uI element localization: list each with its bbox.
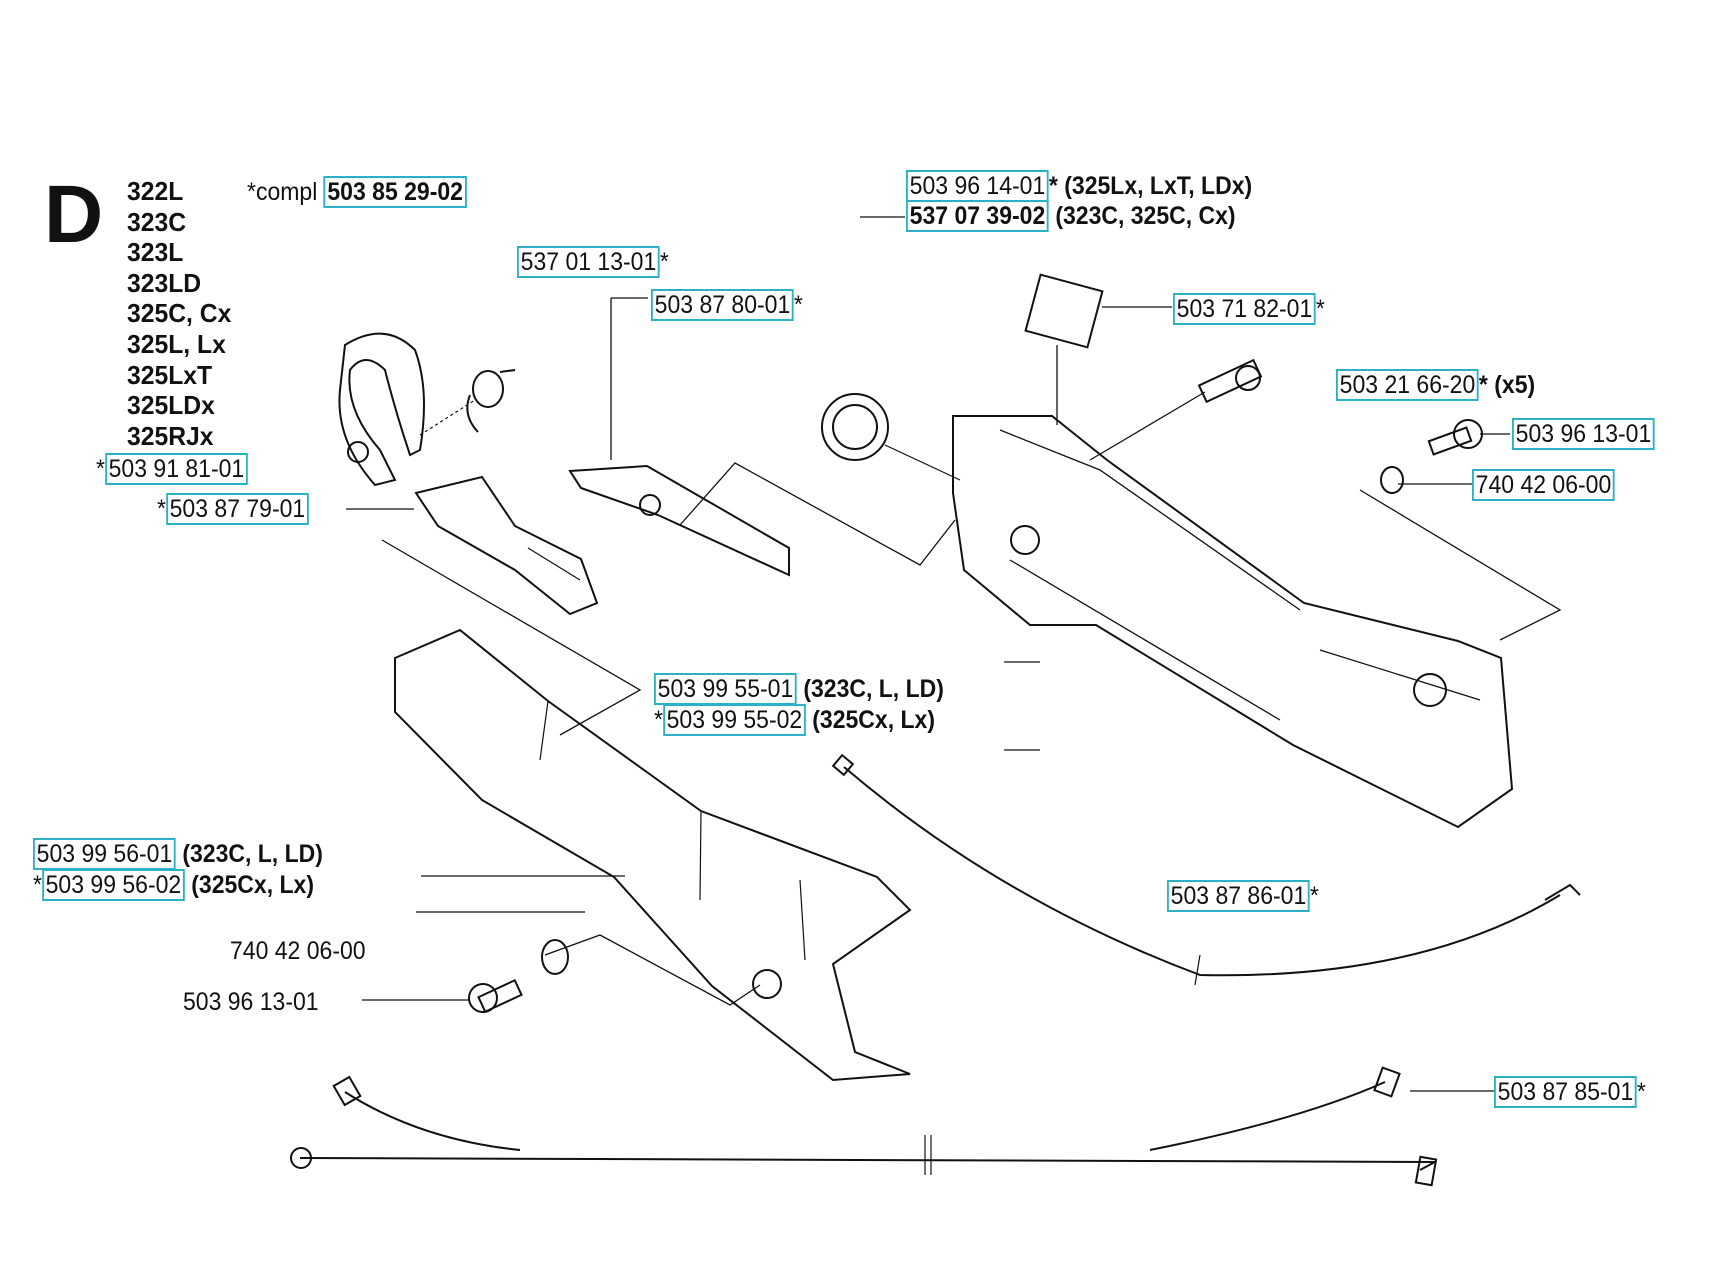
part-label: 537 01 13-01* bbox=[517, 246, 669, 278]
part-link[interactable]: 503 71 82-01 bbox=[1173, 293, 1316, 325]
part-link[interactable]: 503 96 14-01 bbox=[906, 170, 1049, 202]
part-link[interactable]: 503 87 79-01 bbox=[165, 493, 309, 525]
section-letter: D bbox=[44, 169, 104, 260]
part-label: 503 71 82-01* bbox=[1173, 293, 1325, 325]
model-item: 325LxT bbox=[127, 359, 213, 390]
spring-leg bbox=[466, 369, 516, 433]
label-suffix: * bbox=[1309, 882, 1319, 910]
label-suffix: * bbox=[1315, 295, 1325, 323]
model-item: 322L bbox=[127, 176, 184, 206]
model-item: 323L bbox=[127, 237, 184, 268]
part-link[interactable]: 503 91 81-01 bbox=[104, 453, 248, 485]
part-link[interactable]: 537 01 13-01 bbox=[517, 246, 660, 278]
label-prefix: *compl bbox=[247, 178, 324, 206]
compl-label: *compl 503 85 29-02 bbox=[247, 176, 467, 208]
label-prefix: * bbox=[96, 455, 105, 483]
part-number: 503 96 13-01 bbox=[183, 988, 319, 1016]
part-label: 503 96 14-01* (325Lx, LxT, LDx) bbox=[906, 170, 1253, 202]
ignition-wire bbox=[299, 1081, 1436, 1171]
throttle-trigger bbox=[414, 475, 599, 616]
label-suffix: (323C, 325C, Cx) bbox=[1048, 202, 1236, 230]
part-label: 537 07 39-02 (323C, 325C, Cx) bbox=[906, 200, 1236, 232]
handle-housing-right bbox=[952, 415, 1514, 829]
model-item: 323C bbox=[127, 206, 187, 237]
label-suffix: * (325Lx, LxT, LDx) bbox=[1048, 172, 1253, 200]
part-link[interactable]: 503 87 80-01 bbox=[651, 289, 794, 321]
part-label: 503 87 85-01* bbox=[1494, 1076, 1646, 1108]
part-link[interactable]: 537 07 39-02 bbox=[906, 200, 1049, 232]
spring-part bbox=[472, 370, 504, 408]
label-prefix: * bbox=[33, 871, 42, 899]
label-suffix: (323C, L, LD) bbox=[175, 840, 323, 868]
model-item: 325RJx bbox=[127, 420, 214, 451]
model-list: 322L 323C 323L 323LD 325C, Cx 325L, Lx 3… bbox=[127, 176, 231, 451]
model-item: 325LDx bbox=[127, 390, 215, 421]
label-prefix: * bbox=[157, 495, 166, 523]
label-prefix: * bbox=[654, 706, 663, 734]
part-link[interactable]: 503 87 86-01 bbox=[1167, 880, 1310, 912]
part-link[interactable]: 740 42 06-00 bbox=[1472, 469, 1615, 501]
part-label: 503 99 55-01 (323C, L, LD) bbox=[654, 673, 944, 705]
label-suffix: (323C, L, LD) bbox=[796, 675, 944, 703]
label-suffix: * (x5) bbox=[1478, 371, 1536, 399]
washer-left bbox=[541, 939, 569, 975]
screw-part bbox=[1197, 358, 1263, 404]
model-item: 325L, Lx bbox=[127, 328, 226, 359]
part-link[interactable]: 503 99 56-01 bbox=[33, 838, 176, 870]
model-item: 323LD bbox=[127, 267, 202, 298]
part-link[interactable]: 503 99 56-02 bbox=[41, 869, 185, 901]
clip-boss bbox=[347, 441, 369, 463]
part-label: 740 42 06-00 bbox=[1472, 469, 1615, 501]
label-suffix: * bbox=[1636, 1078, 1646, 1106]
model-item: 325C, Cx bbox=[127, 298, 232, 329]
leader-lines bbox=[346, 216, 1562, 1092]
part-label: *503 91 81-01 bbox=[96, 453, 248, 485]
part-link[interactable]: 503 96 13-01 bbox=[1512, 418, 1655, 450]
screw-washer bbox=[1380, 419, 1483, 494]
part-label: *503 99 56-02 (325Cx, Lx) bbox=[33, 869, 315, 901]
part-link[interactable]: 503 21 66-20 bbox=[1336, 369, 1479, 401]
part-label: 740 42 06-00 bbox=[230, 937, 366, 965]
part-label: 503 99 56-01 (323C, L, LD) bbox=[33, 838, 323, 870]
part-number: 740 42 06-00 bbox=[230, 937, 366, 965]
part-label: 503 96 13-01 bbox=[1512, 418, 1655, 450]
screw-left bbox=[468, 978, 523, 1014]
stop-switch bbox=[1024, 273, 1104, 349]
part-label: *503 87 79-01 bbox=[157, 493, 309, 525]
part-label: 503 21 66-20* (x5) bbox=[1336, 369, 1536, 401]
part-label: *503 99 55-02 (325Cx, Lx) bbox=[654, 704, 936, 736]
part-label: 503 87 80-01* bbox=[651, 289, 803, 321]
label-suffix: * bbox=[659, 248, 669, 276]
handle-housing-left bbox=[394, 628, 912, 1082]
gear-ring bbox=[821, 393, 889, 461]
label-suffix: (325Cx, Lx) bbox=[184, 871, 315, 899]
label-suffix: * bbox=[793, 291, 803, 319]
part-link[interactable]: 503 87 85-01 bbox=[1494, 1076, 1637, 1108]
part-link[interactable]: 503 99 55-02 bbox=[662, 704, 806, 736]
clip-part bbox=[338, 332, 425, 487]
part-link[interactable]: 503 99 55-01 bbox=[654, 673, 797, 705]
part-link[interactable]: 503 85 29-02 bbox=[323, 176, 467, 208]
label-suffix: (325Cx, Lx) bbox=[805, 706, 936, 734]
throttle-lever-arm bbox=[568, 464, 790, 577]
part-label: 503 96 13-01 bbox=[183, 988, 319, 1016]
part-label: 503 87 86-01* bbox=[1167, 880, 1319, 912]
throttle-cable bbox=[843, 766, 1561, 977]
